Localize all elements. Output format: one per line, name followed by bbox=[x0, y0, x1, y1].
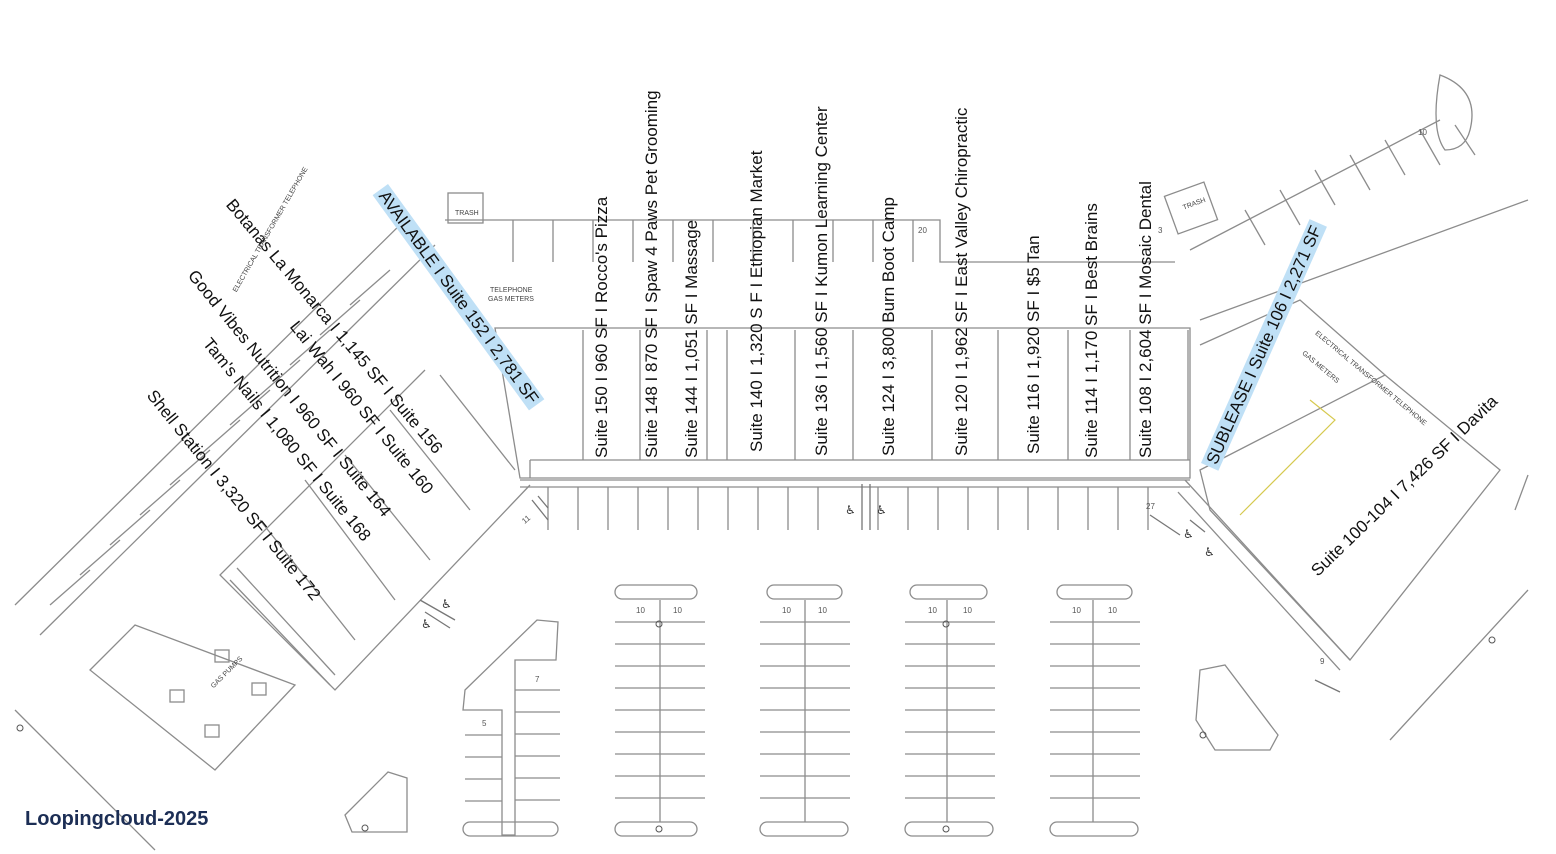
stall-count: 10 bbox=[928, 606, 937, 615]
tenant-label-suite-144: Suite 144 I 1,051 SF I Massage bbox=[682, 219, 701, 458]
stall-count: 10 bbox=[673, 606, 682, 615]
tenant-label-suite-124: Suite 124 I 3,800 Burn Boot Camp bbox=[879, 197, 898, 456]
accessible-hatch bbox=[531, 484, 1341, 693]
davita-rear bbox=[1199, 299, 1386, 376]
light-pole-icon bbox=[655, 825, 663, 833]
left-angled-stalls bbox=[49, 269, 391, 606]
stall-count: 10 bbox=[1418, 128, 1427, 137]
stall-count: 3 bbox=[1158, 226, 1163, 235]
accessible-icon: ♿ bbox=[1183, 527, 1194, 541]
stall-count: 10 bbox=[1072, 606, 1081, 615]
stall-count: 10 bbox=[636, 606, 645, 615]
accessible-icon: ♿ bbox=[876, 503, 887, 517]
island-left-pointed bbox=[462, 619, 559, 836]
pump-island bbox=[214, 649, 230, 663]
parking-island-2 bbox=[759, 584, 850, 837]
accessible-icon: ♿ bbox=[441, 597, 452, 611]
light-pole-icon bbox=[942, 620, 950, 628]
light-pole-icon bbox=[361, 824, 369, 832]
front-stalls bbox=[547, 487, 1149, 530]
davita-building bbox=[1199, 374, 1501, 661]
island-right bbox=[1195, 664, 1279, 751]
accessible-icon: ♿ bbox=[845, 503, 856, 517]
accessible-hatch bbox=[419, 599, 456, 629]
street-left bbox=[14, 709, 156, 851]
parking-island-3 bbox=[904, 584, 995, 837]
island-left-stalls bbox=[465, 689, 560, 802]
tenant-label-suite-136: Suite 136 I 1,560 SF I Kumon Learning Ce… bbox=[812, 106, 831, 456]
light-pole-icon bbox=[16, 724, 24, 732]
right-curb-return bbox=[1435, 74, 1473, 151]
main-building-outline bbox=[494, 327, 1191, 479]
gas-meters-label: GAS METERS bbox=[488, 296, 534, 303]
stall-count: 7 bbox=[535, 675, 540, 684]
tenant-label-suite-108: Suite 108 I 2,604 SF I Mosaic Dental bbox=[1136, 181, 1155, 458]
accessible-icon: ♿ bbox=[1204, 545, 1215, 559]
east-drive bbox=[1389, 474, 1529, 741]
pump-island bbox=[169, 689, 185, 703]
stall-count: 9 bbox=[1320, 657, 1325, 666]
right-drive bbox=[1189, 119, 1529, 321]
stall-count: 27 bbox=[1146, 502, 1155, 511]
light-pole-icon bbox=[1488, 636, 1496, 644]
stall-count: 10 bbox=[818, 606, 827, 615]
rear-stalls bbox=[512, 220, 914, 262]
rear-drive bbox=[445, 219, 1175, 263]
tenant-label-suite-120: Suite 120 I 1,962 SF I East Valley Chiro… bbox=[952, 107, 971, 456]
tenant-label-suite-116: Suite 116 I 1,920 SF I $5 Tan bbox=[1024, 235, 1043, 454]
tenant-label-suite-114: Suite 114 I 1,170 SF I Best Brains bbox=[1082, 203, 1101, 458]
stall-count: 20 bbox=[918, 226, 927, 235]
parking-island-4 bbox=[1049, 584, 1140, 837]
left-wing-outline bbox=[219, 369, 531, 691]
trash-label: TRASH bbox=[455, 210, 479, 217]
stall-count: 10 bbox=[782, 606, 791, 615]
sublease-accent bbox=[1239, 399, 1336, 516]
parking-island-1 bbox=[614, 584, 705, 837]
pump-island bbox=[204, 724, 220, 738]
trash-enclosure-left bbox=[447, 192, 484, 224]
left-drive bbox=[14, 214, 436, 636]
light-pole-icon bbox=[942, 825, 950, 833]
credit-watermark: Loopingcloud-2025 bbox=[25, 808, 209, 830]
front-sidewalk bbox=[520, 479, 1190, 488]
stall-count: 10 bbox=[1108, 606, 1117, 615]
demising-walls bbox=[582, 330, 1189, 460]
davita-sidewalk bbox=[1177, 479, 1351, 671]
light-pole-icon bbox=[1199, 731, 1207, 739]
light-pole-icon bbox=[655, 620, 663, 628]
island-left-end bbox=[462, 821, 559, 837]
stall-count: 5 bbox=[482, 719, 487, 728]
shell-station-front bbox=[229, 567, 336, 686]
pump-island bbox=[251, 682, 267, 696]
storefront-walk bbox=[529, 459, 1190, 478]
right-angled-stalls bbox=[1244, 124, 1476, 246]
accessible-icon: ♿ bbox=[421, 617, 432, 631]
island-small bbox=[344, 771, 408, 833]
tenant-label-suite-150: Suite 150 I 960 SF I Rocco's Pizza bbox=[592, 196, 611, 458]
tenant-label-suite-140: Suite 140 I 1,320 S F I Ethiopian Market bbox=[747, 150, 766, 452]
stall-count: 10 bbox=[963, 606, 972, 615]
trash-enclosure-right bbox=[1163, 181, 1219, 235]
telephone-label: TELEPHONE bbox=[490, 287, 533, 294]
gas-canopy bbox=[89, 624, 297, 771]
left-wing-walls bbox=[259, 374, 516, 641]
tenant-label-suite-148: Suite 148 I 870 SF I Spaw 4 Paws Pet Gro… bbox=[642, 90, 661, 458]
